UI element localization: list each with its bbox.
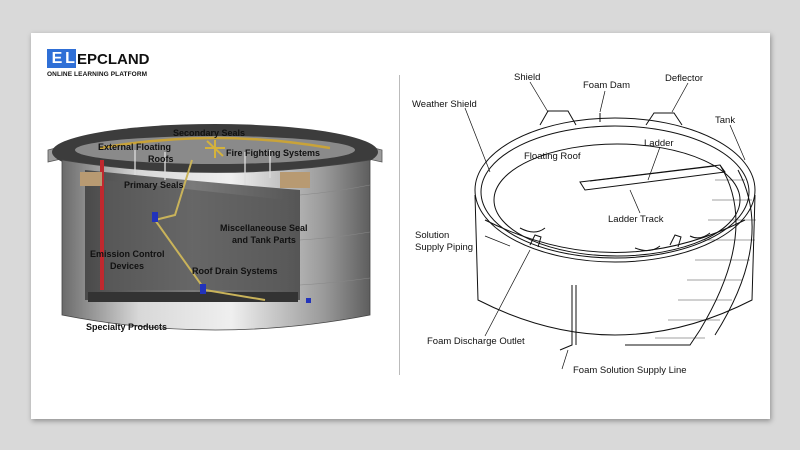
label-deflector: Deflector	[665, 73, 703, 84]
brand-tagline: ONLINE LEARNING PLATFORM	[47, 71, 148, 78]
label-roofs: Roofs	[148, 154, 174, 164]
label-shield: Shield	[514, 72, 540, 83]
label-misc-seal: Miscellaneouse Seal	[220, 223, 308, 233]
label-specialty-products: Specialty Products	[86, 322, 167, 332]
right-labels: Shield Foam Dam Deflector Weather Shield…	[412, 72, 735, 376]
label-secondary-seals: Secondary Seals	[173, 128, 245, 138]
panel-divider	[399, 75, 400, 375]
logo-mark-l: L	[64, 49, 76, 68]
label-devices: Devices	[110, 261, 144, 271]
label-ladder-track: Ladder Track	[608, 214, 664, 225]
label-roof-drain: Roof Drain Systems	[192, 266, 278, 276]
label-supply-piping: Supply Piping	[415, 242, 473, 253]
label-foam-solution-supply-line: Foam Solution Supply Line	[573, 365, 687, 376]
label-weather-shield: Weather Shield	[412, 99, 477, 110]
label-ladder: Ladder	[644, 138, 674, 149]
label-foam-discharge-outlet: Foam Discharge Outlet	[427, 336, 525, 347]
logo-mark-icon: E	[47, 49, 66, 68]
label-tank-parts: and Tank Parts	[232, 235, 296, 245]
label-floating-roof: Floating Roof	[524, 151, 581, 162]
label-foam-dam: Foam Dam	[583, 80, 630, 91]
label-fire-fighting: Fire Fighting Systems	[226, 148, 320, 158]
label-tank: Tank	[715, 115, 735, 126]
brand-name: EPCLAND	[77, 51, 150, 68]
label-external-floating: External Floating	[98, 142, 171, 152]
label-solution: Solution	[415, 230, 449, 241]
label-primary-seals: Primary Seals	[124, 180, 184, 190]
left-labels: Secondary Seals External Floating Roofs …	[86, 128, 320, 332]
label-emission-control: Emission Control	[90, 249, 165, 259]
